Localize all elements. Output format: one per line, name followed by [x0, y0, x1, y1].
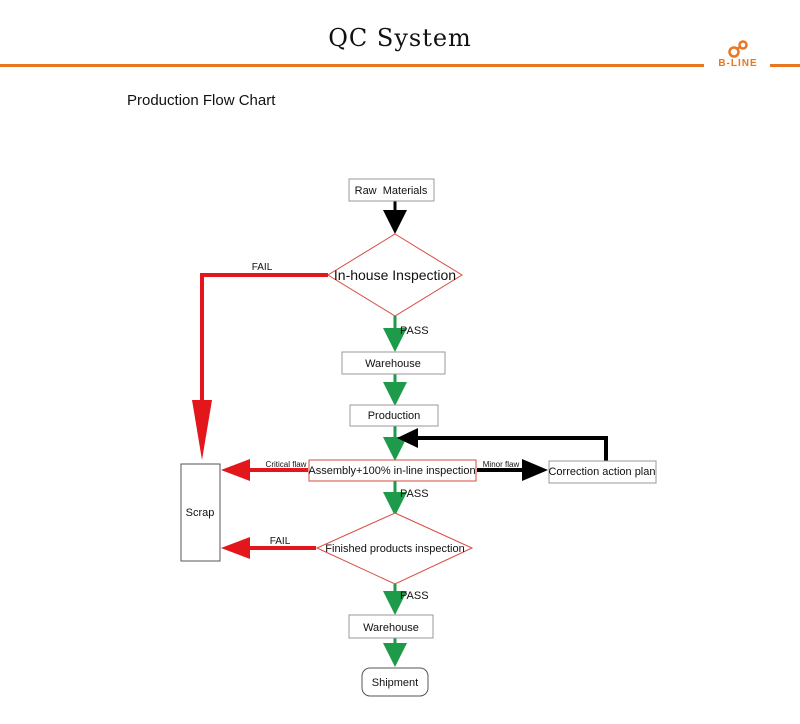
brand-logo: B-LINE — [706, 38, 770, 72]
page-title: QC System — [328, 24, 472, 52]
page-subtitle: Production Flow Chart — [127, 92, 276, 109]
node-scrap — [180, 463, 221, 562]
node-in-house-inspection — [327, 233, 463, 317]
node-warehouse-1-label: Warehouse — [365, 358, 421, 370]
logo-icon — [728, 40, 748, 58]
loop-arrowhead — [397, 428, 418, 448]
node-assembly-label: Assembly+100% in-line inspection — [308, 465, 475, 477]
edge-label-fail-1: FAIL — [252, 262, 273, 273]
minor-arrowhead — [522, 459, 548, 481]
node-raw-materials — [348, 178, 435, 202]
edge-correction-loop — [415, 436, 608, 462]
node-production-label: Production — [368, 410, 421, 422]
node-warehouse-2-label: Warehouse — [363, 622, 419, 634]
node-shipment — [361, 667, 429, 697]
edge-label-minor-flaw: Minor flaw — [483, 460, 520, 469]
header-divider — [0, 64, 704, 67]
edge-label-fail-2: FAIL — [270, 536, 291, 547]
node-in-house-inspection-label: In-house Inspection — [334, 267, 456, 283]
fail-arrowhead-1 — [192, 400, 212, 460]
node-warehouse-1 — [341, 351, 446, 375]
node-finished-inspection — [315, 512, 474, 585]
node-assembly — [308, 459, 477, 482]
fail-arrowhead-2 — [221, 537, 250, 559]
node-warehouse-2 — [348, 614, 434, 639]
node-shipment-label: Shipment — [372, 677, 418, 689]
node-finished-inspection-label: Finished products inspection — [325, 543, 464, 555]
critical-arrowhead — [221, 459, 250, 481]
edge-label-pass-1: PASS — [400, 325, 429, 337]
edge-label-pass-2: PASS — [400, 488, 429, 500]
edge-fail-to-scrap-1 — [200, 273, 328, 408]
node-production — [349, 404, 439, 427]
header-divider-right — [770, 64, 800, 67]
node-correction — [548, 460, 657, 484]
edge-label-critical-flaw: Critical flaw — [266, 460, 307, 469]
logo-text: B-LINE — [718, 58, 758, 69]
node-raw-materials-label: Raw Materials — [355, 185, 428, 197]
edge-label-pass-3: PASS — [400, 590, 429, 602]
node-correction-label: Correction action plan — [548, 466, 655, 478]
node-scrap-label: Scrap — [186, 507, 215, 519]
